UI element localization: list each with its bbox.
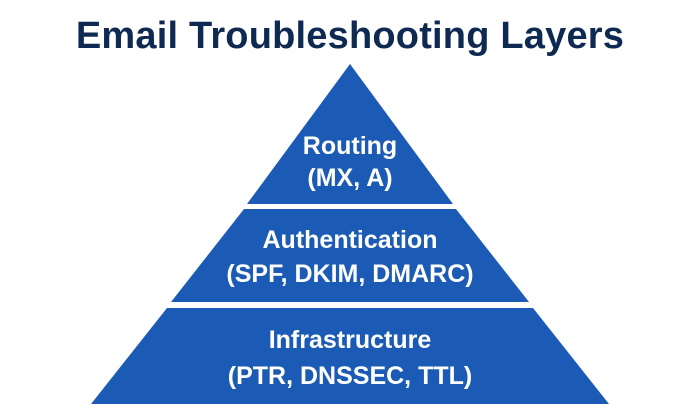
layer-infrastructure: Infrastructure (PTR, DNSSEC, TTL) [91,308,609,404]
layer-routing-detail: (MX, A) [307,164,392,192]
layer-authentication: Authentication (SPF, DKIM, DMARC) [171,209,529,302]
layer-routing-shape [247,64,453,204]
layer-infrastructure-label: Infrastructure [269,326,432,354]
layer-authentication-label: Authentication [263,226,438,254]
layer-routing: Routing (MX, A) [247,64,453,204]
diagram-title: Email Troubleshooting Layers [75,15,625,57]
layer-authentication-shape [171,209,529,302]
layer-infrastructure-detail: (PTR, DNSSEC, TTL) [228,362,472,390]
layer-authentication-detail: (SPF, DKIM, DMARC) [226,260,473,288]
layer-infrastructure-shape [91,308,609,404]
layer-routing-label: Routing [303,132,397,160]
